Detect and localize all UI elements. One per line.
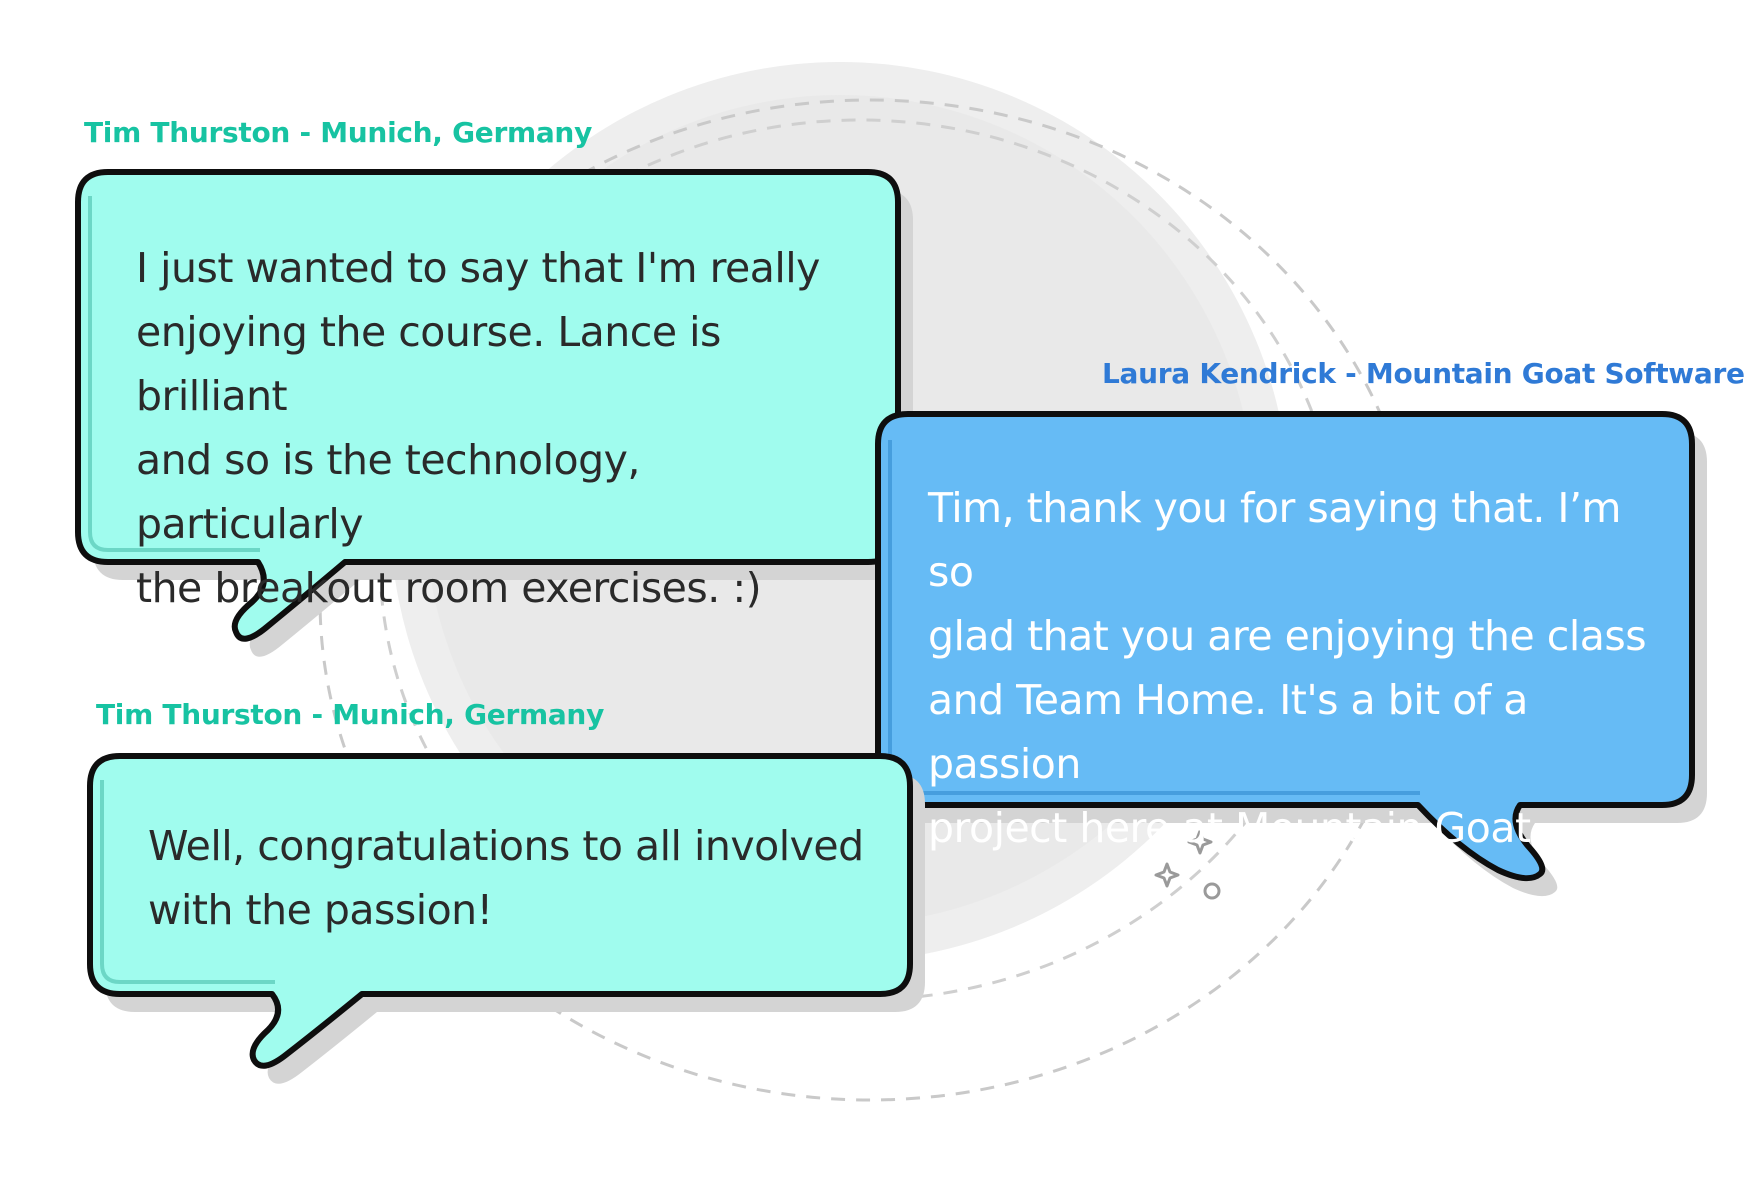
message-line: and so is the technology, particularly: [136, 436, 640, 548]
message-2-text: Tim, thank you for saying that. I’m so g…: [928, 476, 1678, 860]
message-line: enjoying the course. Lance is brilliant: [136, 308, 721, 420]
message-line: project here at Mountain Goat.: [928, 804, 1544, 852]
sparkle-star-icon: [1187, 829, 1213, 855]
message-1-text: I just wanted to say that I'm really enj…: [136, 236, 876, 620]
message-3-text: Well, congratulations to all involved wi…: [148, 814, 888, 942]
message-line: the breakout room exercises. :): [136, 564, 762, 612]
message-line: Well, congratulations to all involved: [148, 822, 864, 870]
speech-bubble-1: [75, 169, 913, 657]
message-line: and Team Home. It's a bit of a passion: [928, 676, 1528, 788]
message-line: with the passion!: [148, 886, 493, 934]
speech-bubble-3: [87, 753, 925, 1084]
message-3-speaker: Tim Thurston - Munich, Germany: [96, 698, 605, 731]
message-line: I just wanted to say that I'm really: [136, 244, 820, 292]
message-line: glad that you are enjoying the class: [928, 612, 1647, 660]
sparkle-star-icon: [1154, 862, 1180, 888]
sparkle-ring-icon: [1203, 882, 1221, 900]
message-1-speaker: Tim Thurston - Munich, Germany: [84, 116, 593, 149]
speech-bubble-2: [875, 411, 1707, 897]
message-2-speaker: Laura Kendrick - Mountain Goat Software: [1102, 357, 1745, 390]
message-line: Tim, thank you for saying that. I’m so: [928, 484, 1621, 596]
